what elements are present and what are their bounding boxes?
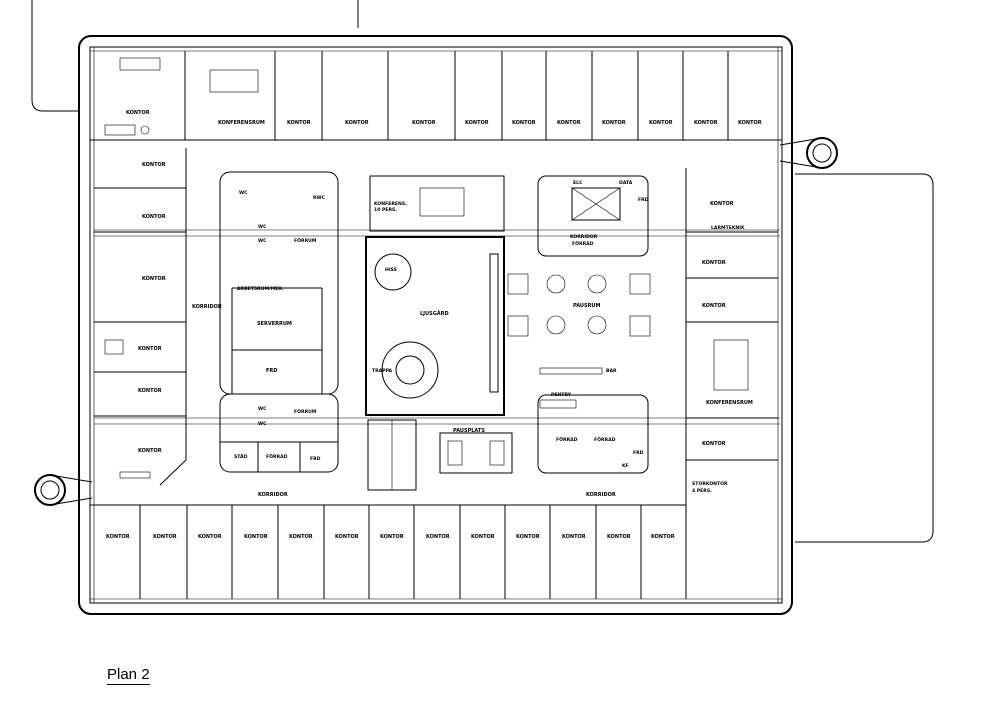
- room-label-wc: WC: [258, 224, 267, 230]
- plan-caption: Plan 2: [107, 666, 150, 685]
- room-label-korridor: KORRIDOR: [192, 304, 222, 310]
- room-label-kontor: KONTOR: [198, 534, 222, 540]
- room-label-kontor: KONTOR: [602, 120, 626, 126]
- room-label-kontor: KONTOR: [702, 303, 726, 309]
- room-label-forrum: FÖRRUM: [294, 237, 317, 244]
- left-office-column: [94, 148, 187, 486]
- room-label-kontor: KONTOR: [738, 120, 762, 126]
- room-label-kontor: KONTOR: [710, 201, 734, 207]
- room-label-stad: STÄD: [234, 453, 248, 460]
- room-label-data: DATA: [619, 180, 633, 186]
- room-label-serverrum: SERVERRUM: [257, 321, 292, 327]
- room-label-kontor: KONTOR: [649, 120, 673, 126]
- room-label-wc: WC: [239, 190, 248, 196]
- right-office-column: [685, 168, 778, 461]
- room-label-ljusgard: LJUSGÅRD: [420, 310, 449, 317]
- room-label-kontor: KONTOR: [607, 534, 631, 540]
- room-label-kontor: KONTOR: [106, 534, 130, 540]
- site-lines: [31, 0, 934, 543]
- room-label-kontor: KONTOR: [345, 120, 369, 126]
- bottom-office-row: [90, 460, 687, 599]
- room-label-rwc: RWC: [313, 195, 326, 201]
- room-label-kontor: KONTOR: [138, 388, 162, 394]
- room-label-wc: WC: [258, 421, 267, 427]
- room-label-frd: FRD: [266, 368, 277, 374]
- room-label-kontor: KONTOR: [142, 214, 166, 220]
- room-label-elc: ELC: [573, 180, 583, 186]
- room-label-frd: FRD: [310, 456, 321, 462]
- room-label-storkontor: STORKONTOR: [692, 481, 728, 487]
- room-label-kontor: KONTOR: [287, 120, 311, 126]
- room-label-kontor: KONTOR: [516, 534, 540, 540]
- room-label-kontor: KONTOR: [380, 534, 404, 540]
- room-label-forrad: FÖRRÅD: [594, 436, 616, 443]
- side-stairs: [34, 137, 838, 506]
- room-label-kontor: KONTOR: [562, 534, 586, 540]
- room-label-wc: WC: [258, 238, 267, 244]
- room-label-kontor: KONTOR: [244, 534, 268, 540]
- room-label-wc: WC: [258, 406, 267, 412]
- room-label-forrad: FÖRRÅD: [266, 453, 288, 460]
- room-label-forrum: FÖRRUM: [294, 408, 317, 415]
- room-label-kontor: KONTOR: [289, 534, 313, 540]
- room-label-konferensrum: KONFERENSRUM: [218, 120, 265, 126]
- room-label-arbetsrum: ARBETSRUM/MEK.: [237, 286, 284, 292]
- room-label-bar: BAR: [606, 368, 617, 374]
- building-shell: [78, 35, 793, 615]
- central-stair: [367, 419, 513, 491]
- left-core: [219, 171, 339, 473]
- room-label-kf: KF: [622, 463, 629, 469]
- room-label-kontor: KONTOR: [138, 448, 162, 454]
- room-label-konferensrum: KONFERENSRUM: [706, 400, 753, 406]
- room-label-kontor: KONTOR: [153, 534, 177, 540]
- room-label-pausrum: PAUSRUM: [573, 303, 600, 309]
- room-label-kontor: KONTOR: [142, 162, 166, 168]
- room-label-konferens: KONFERENS,: [374, 201, 407, 207]
- top-office-row: [90, 51, 782, 141]
- pausrum-furniture: [507, 273, 651, 409]
- room-label-kontor: KONTOR: [335, 534, 359, 540]
- room-label-korridor: KORRIDOR: [570, 234, 598, 240]
- room-label-kontor: KONTOR: [412, 120, 436, 126]
- room-label-kontor: KONTOR: [138, 346, 162, 352]
- room-label-kontor: KONTOR: [471, 534, 495, 540]
- room-label-hiss: HISS: [385, 267, 397, 273]
- corridor-lines: [94, 229, 780, 425]
- room-label-kontor: KONTOR: [702, 441, 726, 447]
- room-label-kontor: KONTOR: [426, 534, 450, 540]
- room-label-kontor: KONTOR: [512, 120, 536, 126]
- room-label-korridor: KORRIDOR: [586, 492, 616, 498]
- room-label-korridor: KORRIDOR: [258, 492, 288, 498]
- room-label-pausplats: PAUSPLATS: [453, 428, 485, 434]
- room-label-kontor: KONTOR: [694, 120, 718, 126]
- room-label-kontor: KONTOR: [557, 120, 581, 126]
- room-label-storkontor-pers: 4 PERS.: [692, 488, 712, 494]
- room-label-kontor: KONTOR: [465, 120, 489, 126]
- room-label-kontor: KONTOR: [142, 276, 166, 282]
- room-label-konferens-pers: 10 PERS.: [374, 207, 397, 213]
- right-core: [537, 175, 649, 474]
- room-label-pentry: PENTRY: [551, 392, 572, 398]
- room-label-kontor: KONTOR: [702, 260, 726, 266]
- atrium: [365, 175, 505, 416]
- room-label-forrad: FÖRRÅD: [572, 240, 594, 247]
- room-label-frd: FRD: [633, 450, 644, 456]
- room-label-kontor: KONTOR: [126, 110, 150, 116]
- room-label-frd: FRD: [638, 197, 649, 203]
- room-label-kontor: KONTOR: [651, 534, 675, 540]
- room-label-forrad: FÖRRÅD: [556, 436, 578, 443]
- room-label-larmteknik: LARMTEKNIK: [711, 225, 745, 231]
- room-label-trappa: TRAPPA: [372, 368, 393, 374]
